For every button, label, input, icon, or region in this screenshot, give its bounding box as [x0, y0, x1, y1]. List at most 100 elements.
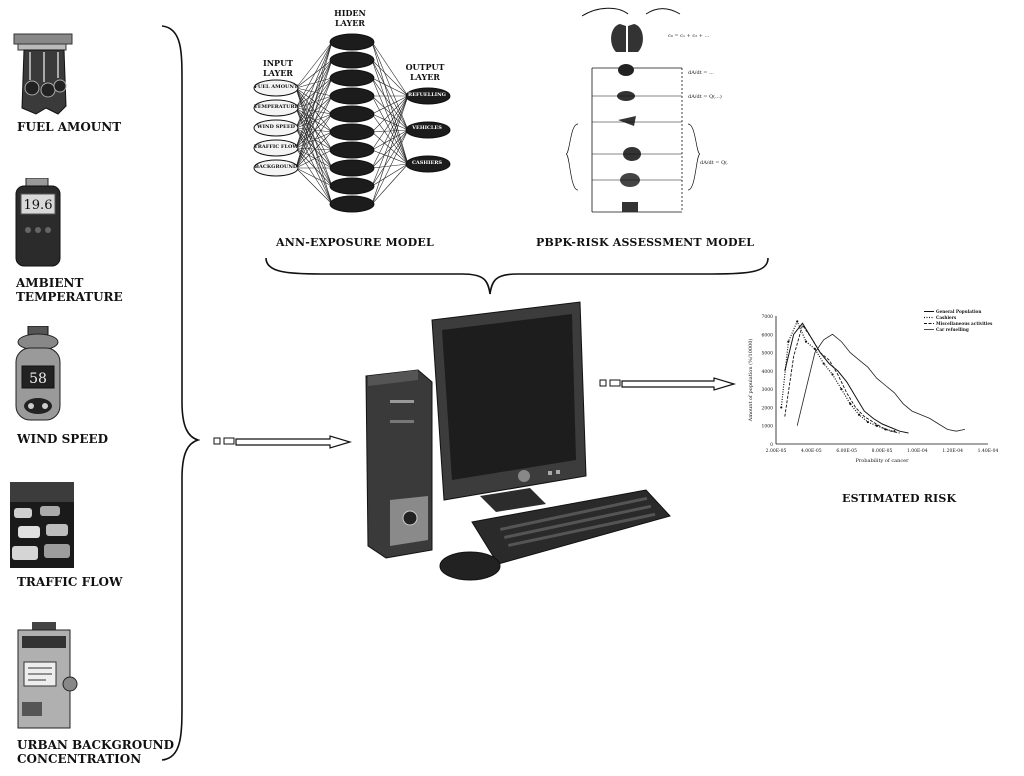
legend-label: Miscellaneous activities	[936, 321, 993, 326]
ann-connection	[295, 167, 333, 187]
ann-hidden-node	[329, 177, 375, 195]
ann-connection	[295, 147, 333, 169]
legend-label: General Population	[936, 309, 981, 314]
output-arrow	[599, 377, 737, 391]
data-point	[796, 320, 799, 323]
ann-connection	[295, 87, 333, 187]
svg-text:dA/dt = ...: dA/dt = ...	[688, 70, 714, 76]
ann-connection	[295, 41, 333, 169]
svg-text:19.6: 19.6	[24, 198, 53, 213]
data-point	[787, 340, 790, 343]
y-axis-label: Amount of population (%/10000)	[747, 339, 754, 423]
data-point	[840, 388, 843, 391]
computer-illustration	[365, 301, 671, 581]
ann-connection	[295, 113, 333, 169]
ann-input-node-label: TRAFFIC FLOW	[254, 144, 298, 150]
pbpk-model-diagram: c₀ = c₁ + c₂ + ... dA/dt = ... dA/dt = Q…	[565, 7, 728, 213]
ann-connection	[295, 59, 333, 109]
series-line	[784, 324, 900, 434]
ann-connection	[295, 77, 333, 169]
svg-text:c₀ = c₁ + c₂ + ...: c₀ = c₁ + c₂ + ...	[668, 33, 710, 39]
y-tick-label: 1000	[762, 424, 774, 430]
ann-connection	[371, 77, 409, 131]
ann-connection	[295, 167, 333, 205]
ann-connection	[295, 41, 333, 129]
x-tick-label: 1.00E-04	[907, 448, 928, 454]
ann-hidden-node	[329, 141, 375, 159]
ann-input-node	[253, 119, 299, 137]
x-tick-label: 1.20E-04	[942, 448, 963, 454]
ann-connection	[295, 59, 333, 169]
ann-connection	[371, 95, 409, 169]
hidden-layer-title: HIDEN LAYER	[334, 8, 366, 28]
ann-connection	[371, 149, 409, 165]
ann-connection	[295, 87, 333, 115]
ann-network-diagram	[253, 33, 451, 213]
svg-text:dA/dt = Q(...): dA/dt = Q(...)	[700, 159, 728, 166]
ann-connection	[295, 77, 333, 129]
input-brace	[161, 25, 200, 761]
ann-connection	[295, 87, 333, 205]
anemometer-icon: 58	[10, 325, 66, 424]
ann-connection	[295, 59, 333, 129]
fuel-pump-icon	[12, 28, 76, 118]
ann-connection	[295, 113, 333, 149]
ann-hidden-node	[329, 123, 375, 141]
ann-connection	[295, 107, 333, 115]
output-caption: ESTIMATED RISK	[842, 492, 957, 505]
input-layer-title: INPUT LAYER	[263, 58, 293, 78]
ann-caption: ANN-EXPOSURE MODEL	[276, 236, 434, 249]
pbpk-caption: PBPK-RISK ASSESSMENT MODEL	[536, 236, 755, 249]
ann-connection	[295, 77, 333, 149]
ann-connection	[295, 41, 333, 149]
data-point	[866, 420, 869, 424]
ann-connection	[295, 41, 333, 89]
ann-input-node-label: FUEL AMOUNT	[254, 84, 298, 90]
input-label-wind-speed: WIND SPEED	[17, 432, 109, 446]
ann-connection	[371, 129, 409, 169]
ann-connection	[371, 59, 409, 131]
thermometer-icon: 19.6	[10, 177, 64, 270]
data-point	[857, 413, 861, 416]
series-line	[780, 320, 895, 432]
ann-connection	[295, 147, 333, 151]
ann-connection	[295, 107, 333, 187]
data-point	[822, 362, 825, 365]
ann-input-node	[253, 139, 299, 157]
legend-label: Cashiers	[936, 315, 957, 320]
ann-input-node	[253, 99, 299, 117]
ann-hidden-node	[329, 87, 375, 105]
ann-connection	[295, 127, 333, 133]
ann-output-node-label: VEHICLES	[412, 125, 442, 131]
ann-connection	[295, 147, 333, 205]
ann-output-node-label: REFUELLING	[408, 92, 446, 98]
ann-connection	[295, 77, 333, 89]
ann-hidden-node	[329, 195, 375, 213]
ann-connection	[295, 41, 333, 109]
ann-connection	[295, 107, 333, 169]
ann-connection	[371, 95, 409, 205]
ann-hidden-node	[329, 69, 375, 87]
ann-connection	[295, 127, 333, 187]
ann-connection	[295, 87, 333, 97]
y-tick-label: 6000	[762, 332, 774, 338]
ann-connection	[371, 163, 409, 187]
ann-connection	[295, 107, 333, 133]
ann-output-node	[405, 121, 451, 139]
x-axis-label: Probability of cancer	[856, 458, 910, 464]
ann-connection	[371, 95, 409, 133]
ann-connection	[371, 95, 409, 187]
ann-hidden-node	[329, 159, 375, 177]
ann-connection	[295, 113, 333, 129]
y-tick-label: 2000	[762, 405, 774, 411]
x-tick-label: 6.00E-05	[836, 448, 857, 454]
ann-output-node-label: CASHIERS	[411, 160, 443, 166]
ann-hidden-node	[329, 51, 375, 69]
ann-connection	[295, 131, 333, 169]
ann-connection	[295, 147, 333, 187]
data-point	[804, 340, 808, 343]
ann-hidden-node	[329, 105, 375, 123]
data-point	[780, 406, 783, 409]
input-label-urban-background-concentration: URBAN BACKGROUND CONCENTRATION	[17, 738, 174, 766]
